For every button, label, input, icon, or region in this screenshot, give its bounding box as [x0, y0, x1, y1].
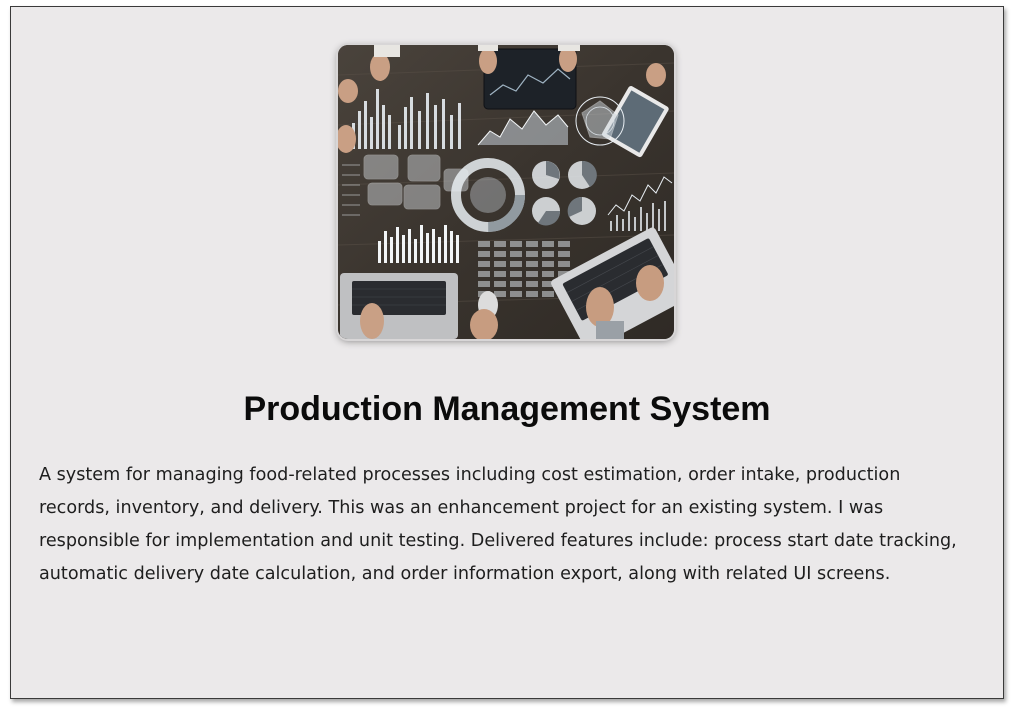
project-description: A system for managing food-related proce… — [39, 465, 957, 584]
project-title: Production Management System — [243, 390, 771, 428]
project-image — [338, 45, 674, 339]
project-card: Production Management System A system fo… — [10, 6, 1004, 699]
analytics-dashboard-image — [338, 45, 674, 339]
